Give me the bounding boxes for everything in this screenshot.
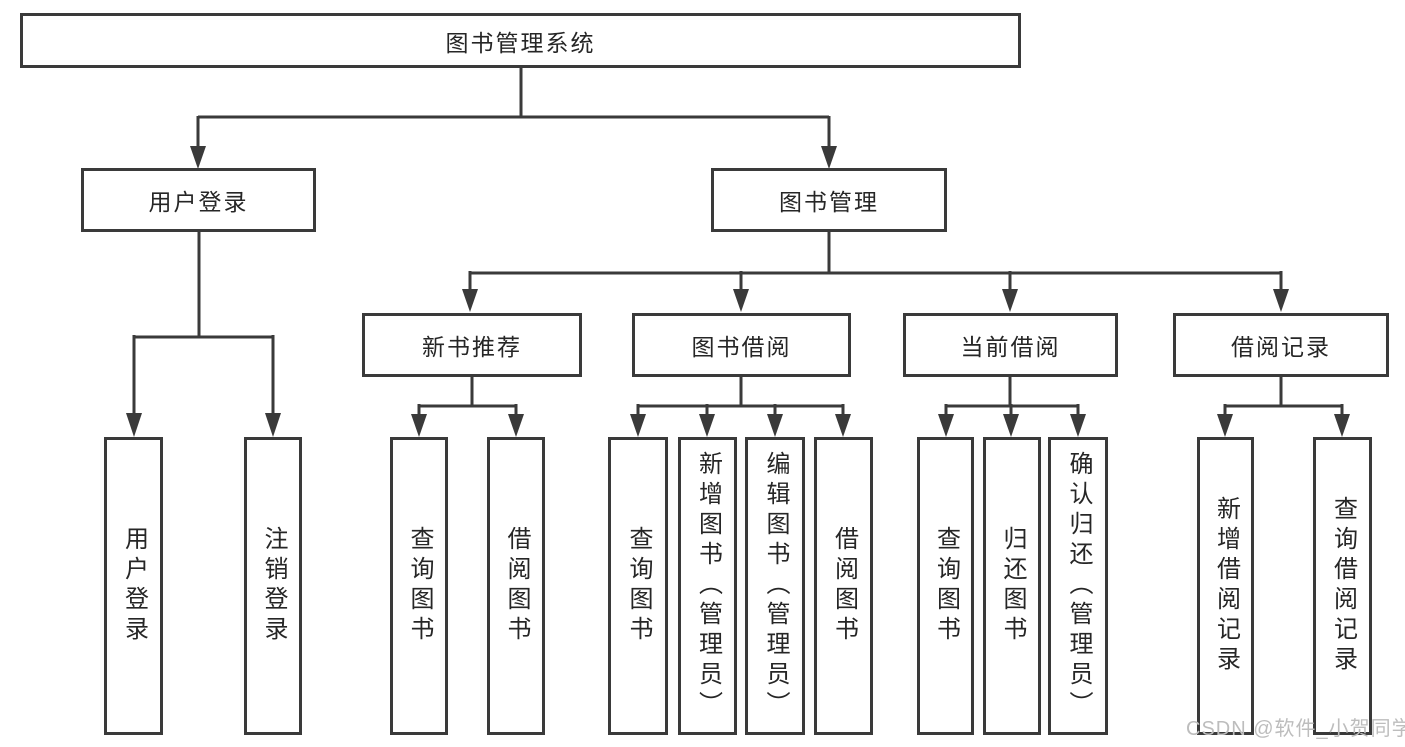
- node-current-borrow-label: 当前借阅: [960, 334, 1061, 360]
- node-book-management-label: 图书管理: [779, 189, 879, 215]
- node-root-label: 图书管理系统: [445, 29, 596, 56]
- node-leaf-query-borrow-record-label: 查询借阅记录: [1329, 496, 1357, 676]
- node-borrow-records-label: 借阅记录: [1231, 334, 1331, 360]
- csdn-watermark: CSDN @软件_小贺同学: [1186, 718, 1405, 740]
- node-leaf-user-login: 用户登录: [104, 437, 163, 735]
- node-leaf-return-book: 归还图书: [983, 437, 1041, 735]
- node-user-login-label: 用户登录: [148, 189, 249, 215]
- node-leaf-query-books-borrow-label: 查询图书: [625, 526, 652, 646]
- node-leaf-add-borrow-record: 新增借阅记录: [1197, 437, 1254, 735]
- node-root-library-system: 图书管理系统: [20, 13, 1021, 68]
- node-leaf-query-books-current-label: 查询图书: [932, 526, 960, 646]
- node-borrow-records: 借阅记录: [1173, 313, 1389, 377]
- node-book-borrow: 图书借阅: [632, 313, 851, 377]
- node-leaf-logout: 注销登录: [244, 437, 302, 735]
- node-new-book-recommend: 新书推荐: [362, 313, 582, 377]
- node-leaf-query-books-recommend-label: 查询图书: [406, 526, 433, 646]
- node-leaf-logout-label: 注销登录: [260, 526, 287, 646]
- node-leaf-edit-book-admin: 编辑图书（管理员）: [745, 437, 805, 735]
- node-leaf-user-login-label: 用户登录: [120, 526, 148, 646]
- node-leaf-query-books-current: 查询图书: [917, 437, 974, 735]
- node-new-book-recommend-label: 新书推荐: [422, 334, 522, 360]
- node-leaf-edit-book-admin-label: 编辑图书（管理员）: [762, 451, 789, 721]
- node-leaf-confirm-return-admin-label: 确认归还（管理员）: [1065, 451, 1092, 721]
- node-leaf-borrow-books-label: 借阅图书: [830, 526, 858, 646]
- node-leaf-borrow-books: 借阅图书: [814, 437, 873, 735]
- node-leaf-query-borrow-record: 查询借阅记录: [1313, 437, 1372, 735]
- node-leaf-add-book-admin-label: 新增图书（管理员）: [694, 451, 722, 721]
- node-leaf-add-book-admin: 新增图书（管理员）: [678, 437, 737, 735]
- node-leaf-borrow-books-recommend-label: 借阅图书: [503, 526, 530, 646]
- node-leaf-query-books-recommend: 查询图书: [390, 437, 448, 735]
- node-leaf-return-book-label: 归还图书: [999, 526, 1026, 646]
- node-current-borrow: 当前借阅: [903, 313, 1118, 377]
- node-leaf-add-borrow-record-label: 新增借阅记录: [1212, 496, 1240, 676]
- node-book-borrow-label: 图书借阅: [691, 334, 792, 360]
- node-user-login: 用户登录: [81, 168, 316, 232]
- node-book-management: 图书管理: [711, 168, 947, 232]
- node-leaf-confirm-return-admin: 确认归还（管理员）: [1048, 437, 1108, 735]
- node-leaf-borrow-books-recommend: 借阅图书: [487, 437, 545, 735]
- node-leaf-query-books-borrow: 查询图书: [608, 437, 668, 735]
